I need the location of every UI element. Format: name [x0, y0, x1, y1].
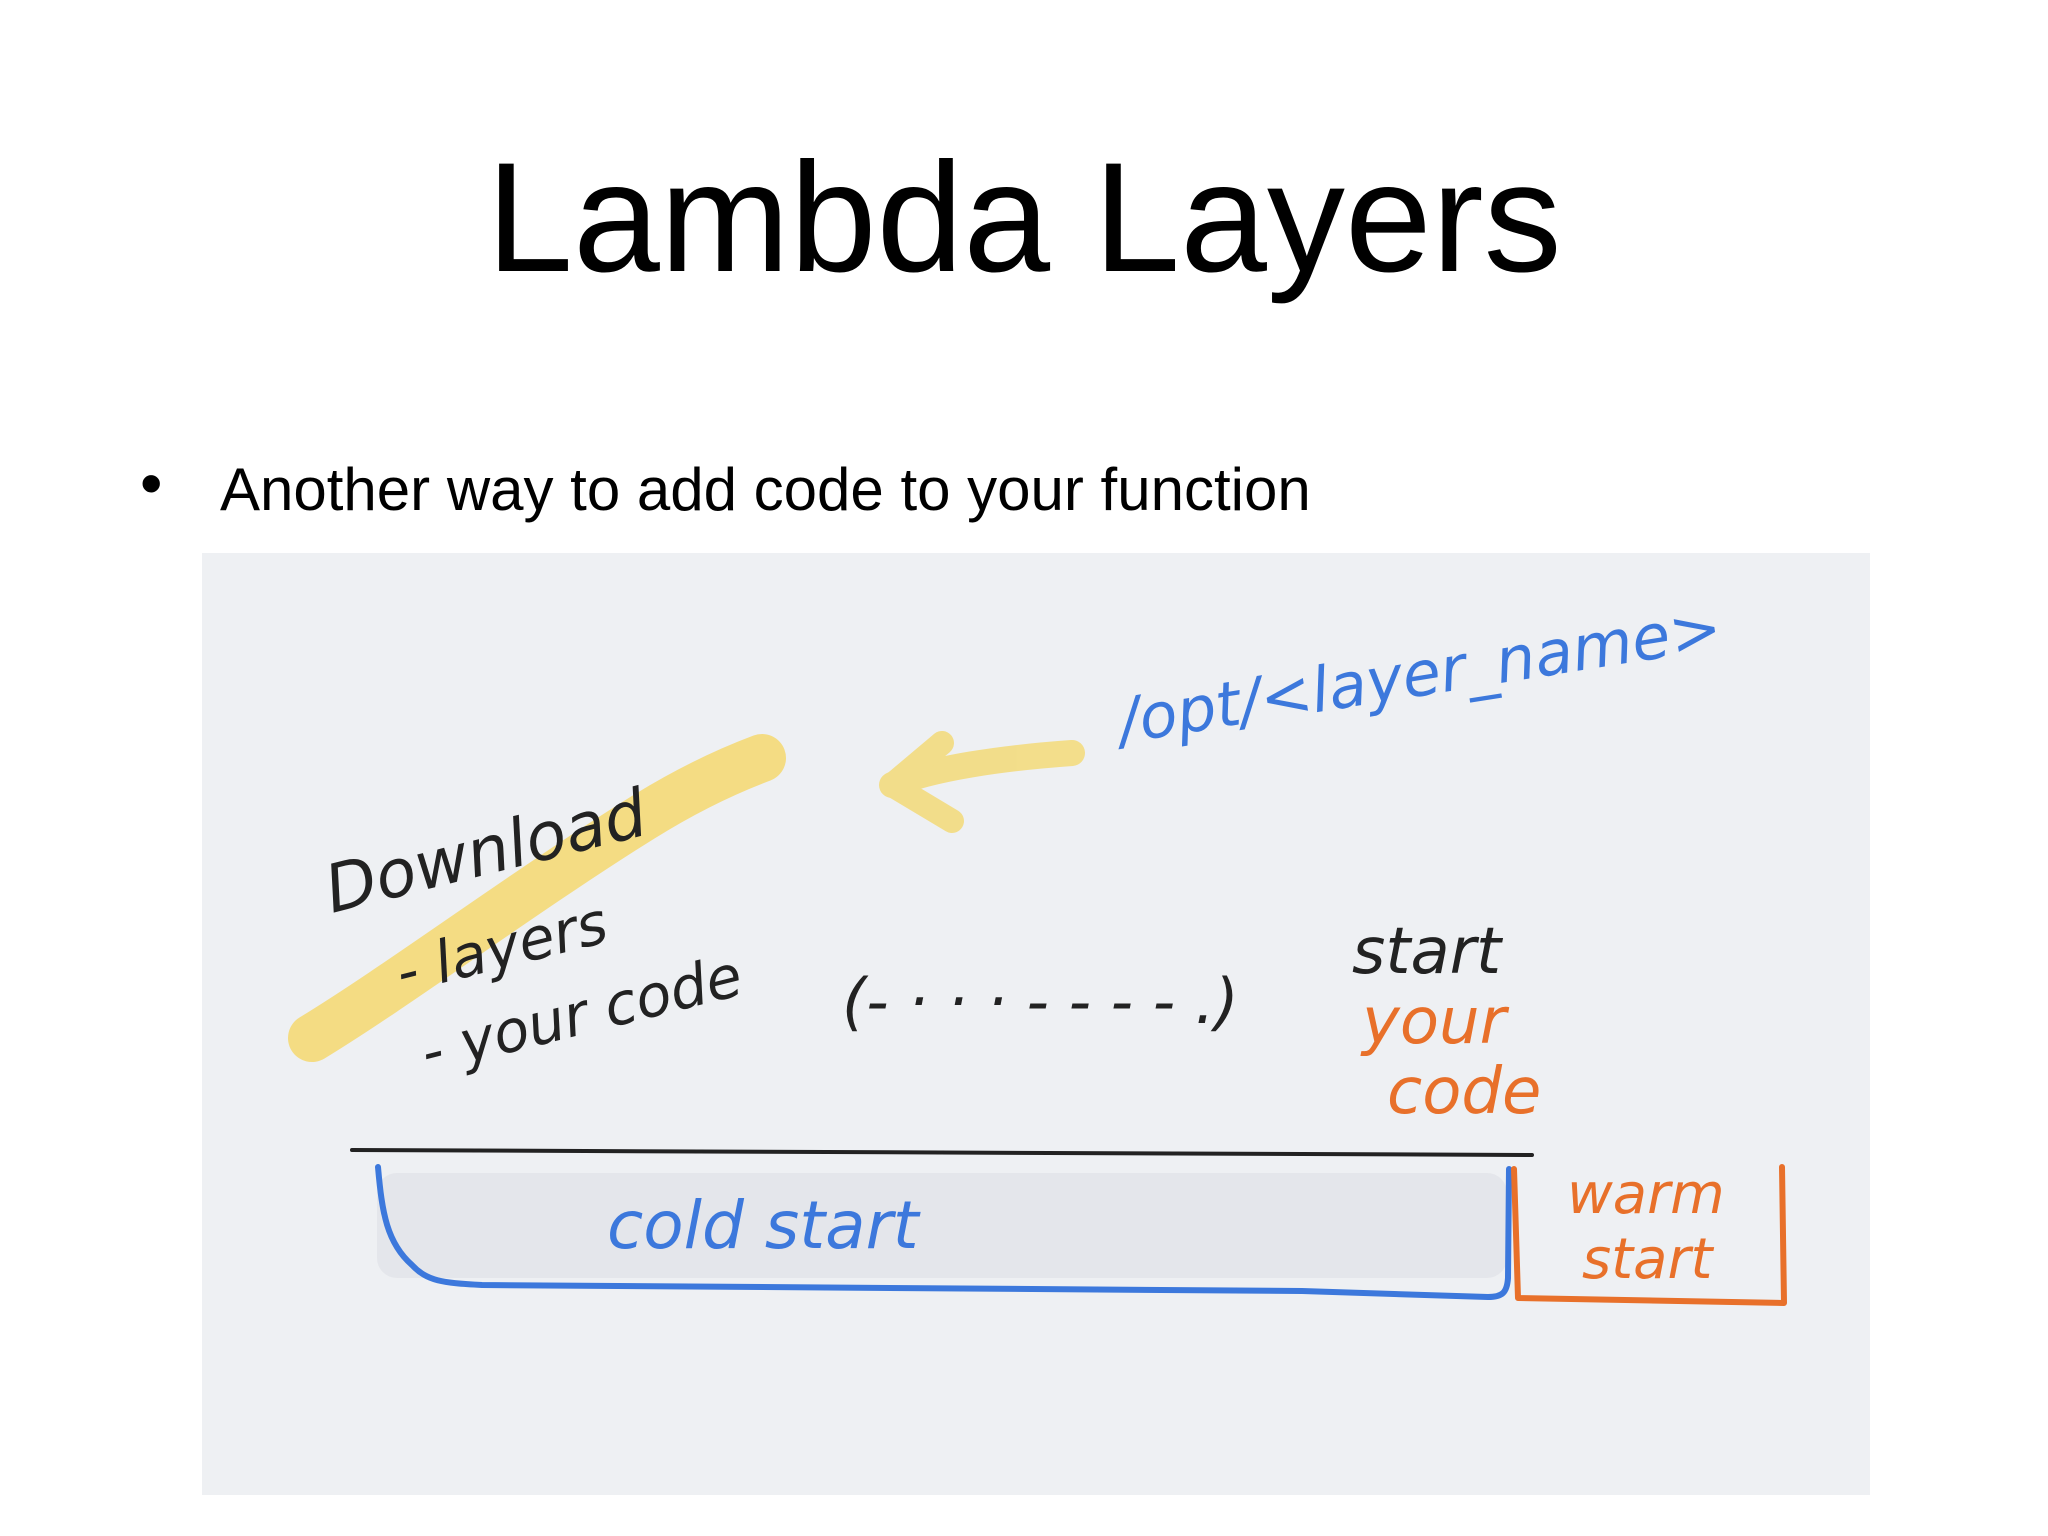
code-label: code	[1387, 1055, 1541, 1129]
arrow-left-icon	[879, 731, 1085, 833]
bullet-text: Another way to add code to your function	[220, 456, 1311, 523]
your-label: your	[1360, 985, 1510, 1059]
warm-start-label-2: start	[1582, 1227, 1714, 1292]
timeline-baseline	[350, 1147, 1534, 1157]
warm-start-label-1: warm	[1567, 1162, 1725, 1227]
sketch-canvas: /opt/<layer_name> Download - layers - yo…	[288, 590, 1787, 1306]
start-label: start	[1352, 915, 1504, 989]
cold-start-bracket	[375, 1164, 1512, 1300]
path-label: /opt/<layer_name>	[1108, 590, 1727, 758]
cold-start-shading	[377, 1173, 1507, 1278]
bullet-dot-icon: •	[140, 447, 163, 519]
sketch-illustration: /opt/<layer_name> Download - layers - yo…	[202, 553, 1870, 1495]
highlight-stroke	[288, 734, 786, 1062]
bullet-item: • Another way to add code to your functi…	[140, 451, 1311, 525]
cold-start-label: cold start	[607, 1187, 921, 1264]
ellipsis-note: (- · · · - - - - .)	[842, 965, 1239, 1038]
slide-title: Lambda Layers	[486, 131, 1562, 305]
warm-start-bracket	[1511, 1164, 1787, 1306]
